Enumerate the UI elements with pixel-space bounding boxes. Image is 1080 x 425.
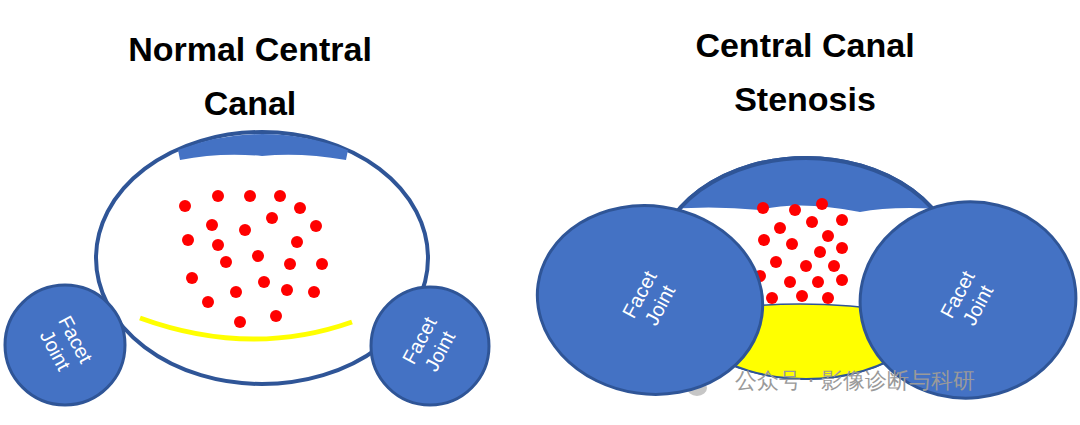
ventral-structure — [178, 134, 348, 160]
ligamentum-flavum — [140, 318, 352, 339]
facet-joint: Facet Joint — [368, 284, 492, 408]
facet-joint: Facet Joint — [534, 202, 766, 398]
panel-heading: Normal Central Canal — [100, 22, 400, 131]
nerve-roots — [179, 190, 328, 328]
panel-heading: Central Canal Stenosis — [655, 18, 955, 127]
nerve-roots — [754, 198, 848, 304]
watermark: 公众号 · 影像诊断与科研 — [675, 368, 1035, 394]
facet-joint: Facet Joint — [2, 282, 128, 408]
